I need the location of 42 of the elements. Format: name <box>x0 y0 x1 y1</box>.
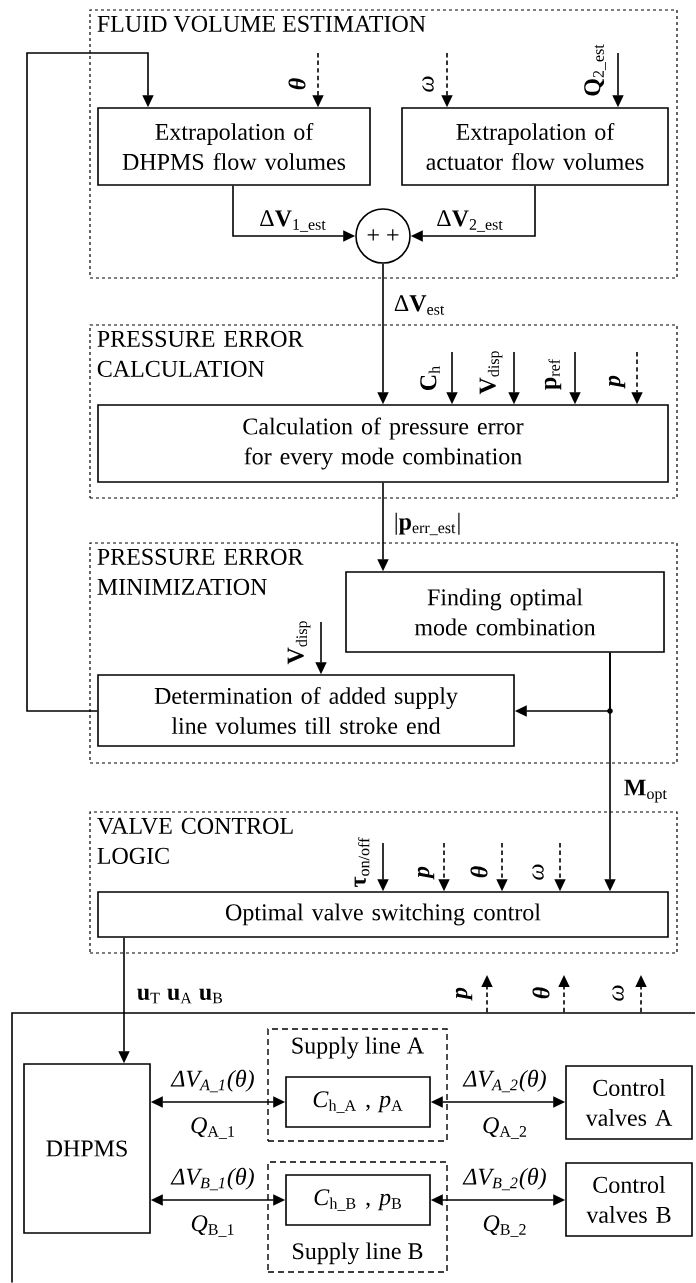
edge-label: V$_{disp}$ <box>479 351 503 395</box>
edge-label: p$_{ref}$ <box>544 358 562 390</box>
process-box: Optimal valve switching control <box>97 891 669 938</box>
edge-label: ΔV$_{est}$ <box>394 295 445 315</box>
process-box: Extrapolation of actuator flow volumes <box>401 107 669 186</box>
edge-label: Q$_{2_est}$ <box>584 44 606 96</box>
edge-label: ΔV$_{A_1}$(θ) <box>170 1069 254 1093</box>
process-box: Extrapolation of DHPMS flow volumes <box>97 107 371 186</box>
flow-label: Q$_{A_1}$ <box>191 1117 234 1139</box>
flow-label: Q$_{B_2}$ <box>483 1215 526 1237</box>
edge-label: u$_{T}$ u$_{A}$ u$_{B}$ <box>137 988 223 1004</box>
edge-label: ω <box>532 864 544 880</box>
edge-label: ω <box>422 76 434 92</box>
arrow <box>26 52 154 712</box>
edge-label: p <box>455 987 473 1001</box>
process-box: DHPMS <box>23 1063 151 1234</box>
edge-label: θ <box>470 866 488 878</box>
process-box: C$_{h_B}$ , p$_{B}$ <box>285 1174 431 1226</box>
process-box: C$_{h_A}$ , p$_{A}$ <box>285 1076 431 1128</box>
edge-label: p <box>608 375 626 389</box>
process-box: Finding optimal mode combination <box>345 571 665 653</box>
edge-label: ω <box>612 985 624 1001</box>
process-box: Control valves B <box>565 1162 693 1237</box>
flow-label: Q$_{B_1}$ <box>191 1215 234 1237</box>
edge-label: ΔV$_{B_2}$(θ) <box>462 1167 546 1191</box>
system-frame <box>11 1012 696 1283</box>
edge-label: τ$_{on/off}$ <box>354 837 370 887</box>
process-box: Calculation of pressure error for every mode combination <box>97 404 669 483</box>
edge-label: ΔV$_{1_est}$ <box>260 210 326 232</box>
flow-label: Q$_{A_2}$ <box>483 1117 527 1139</box>
process-box: Determination of added supply line volumes till stroke end <box>97 674 515 747</box>
edge-label: M$_{opt}$ <box>624 779 667 803</box>
edge-label: θ <box>532 987 550 999</box>
edge-label: C$_{h}$ <box>420 366 440 390</box>
edge-label: p <box>417 866 435 880</box>
edge-label: θ <box>288 78 306 90</box>
edge-label: ΔV$_{A_2}$(θ) <box>462 1069 546 1093</box>
edge-label: |p$_{err_est}$| <box>395 512 460 536</box>
edge-label: V$_{disp}$ <box>287 621 311 665</box>
edge-label: ΔV$_{2_est}$ <box>437 210 503 232</box>
edge-label: ΔV$_{B_1}$(θ) <box>170 1167 254 1191</box>
process-box: Control valves A <box>565 1065 693 1140</box>
